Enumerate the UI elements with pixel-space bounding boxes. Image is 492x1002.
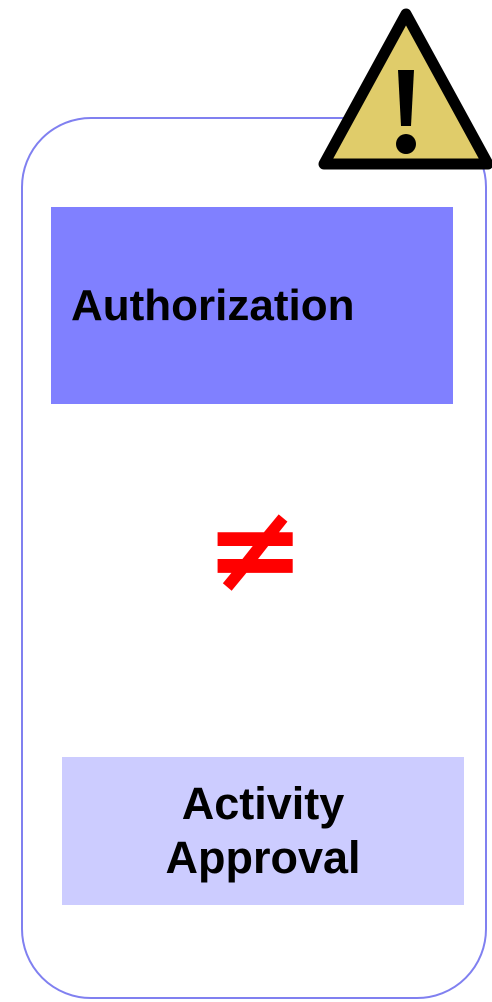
authorization-label: Authorization [71, 280, 355, 330]
warning-exclamation-bar [398, 70, 414, 126]
not-equal-symbol: ≠ [204, 480, 306, 619]
warning-exclamation-dot [396, 134, 416, 154]
activity-approval-box: Activity Approval [62, 757, 464, 905]
approval-label: Approval [165, 832, 361, 883]
warning-icon [318, 8, 492, 170]
activity-label: Activity [181, 778, 345, 829]
authorization-box: Authorization [51, 207, 453, 404]
